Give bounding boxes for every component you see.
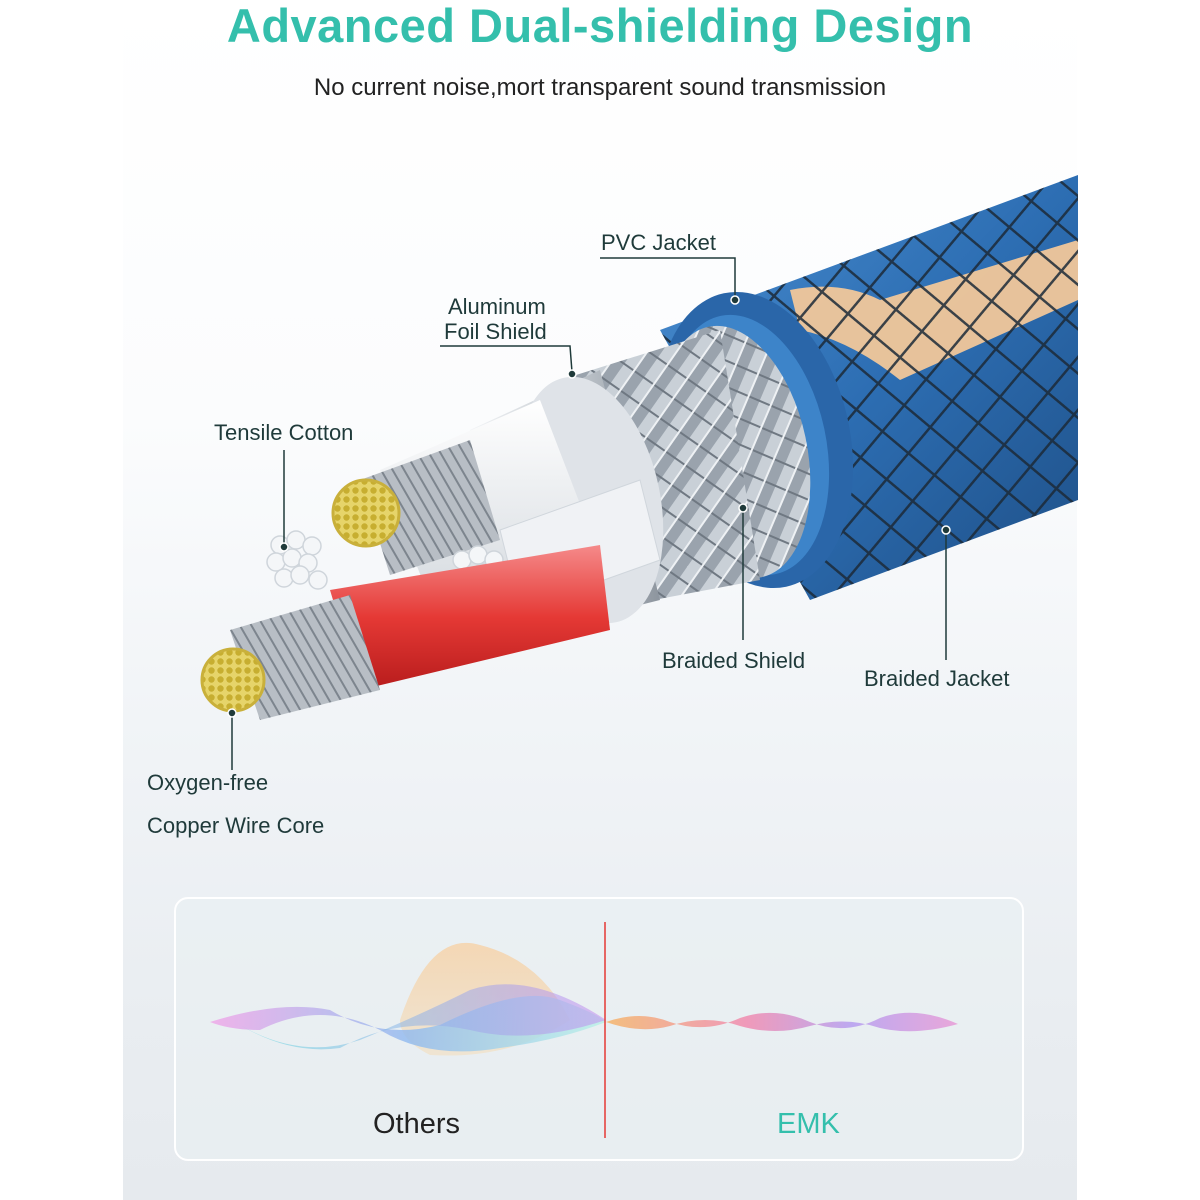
label-braided-jacket: Braided Jacket — [864, 666, 1010, 691]
comparison-right-label: EMK — [777, 1108, 840, 1140]
label-aluminum-line1: Aluminum — [448, 294, 546, 319]
page-subtitle: No current noise,mort transparent sound … — [313, 74, 887, 101]
label-aluminum-line2: Foil Shield — [444, 319, 547, 344]
cable-cross-section-illustration — [200, 175, 1078, 770]
label-copper-line2: Copper Wire Core — [147, 813, 325, 838]
wave-smooth-emk — [606, 1012, 958, 1032]
page-title: Advanced Dual-shielding Design — [226, 0, 974, 52]
sound-comparison-box — [174, 897, 1024, 1161]
label-tensile-cotton: Tensile Cotton — [214, 420, 354, 445]
label-braided-shield: Braided Shield — [662, 648, 806, 673]
label-copper-line1: Oxygen-free — [147, 770, 269, 795]
comparison-left-label: Others — [373, 1108, 461, 1140]
wave-band-cyan — [240, 984, 606, 1050]
label-pvc-jacket: PVC Jacket — [601, 230, 716, 255]
